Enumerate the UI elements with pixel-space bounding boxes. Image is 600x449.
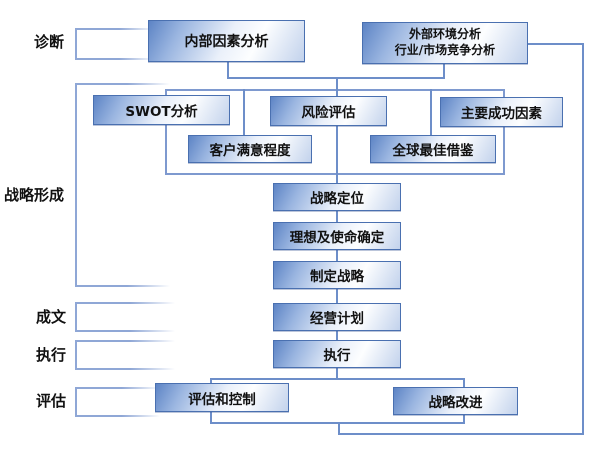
- connector-improve-down: [463, 414, 465, 423]
- node-swot-analysis: SWOT分析: [93, 95, 230, 125]
- node-strategic-positioning: 战略定位: [273, 183, 401, 211]
- connector-mission-formulate: [336, 249, 338, 262]
- node-formulate-strategy: 制定战略: [273, 261, 401, 289]
- node-internal-analysis: 内部因素分析: [148, 20, 305, 62]
- feedback-loop-top: [527, 43, 584, 45]
- connector-internal-down: [227, 62, 229, 78]
- feedback-loop-right: [582, 43, 584, 435]
- node-business-plan: 经营计划: [273, 303, 401, 331]
- node-external-analysis-line1: 外部环境分析: [408, 27, 481, 42]
- connector-eval-split: [210, 378, 465, 380]
- connector-group-to-positioning: [336, 125, 338, 183]
- node-global-best-practice: 全球最佳借鉴: [370, 135, 496, 163]
- connector-to-group: [336, 77, 338, 97]
- node-risk-assessment: 风险评估: [270, 96, 387, 126]
- connector-bottom-join: [210, 422, 465, 424]
- node-vision-mission: 理想及使命确定: [273, 222, 401, 250]
- node-execute: 执行: [273, 340, 401, 368]
- node-customer-satisfaction: 客户满意程度: [188, 135, 312, 163]
- feedback-loop-bottom: [338, 433, 584, 435]
- node-external-analysis: 外部环境分析 行业/市场竞争分析: [362, 22, 528, 64]
- connector-to-benchmark: [430, 89, 432, 137]
- analysis-group-outline: [165, 89, 505, 175]
- node-external-analysis-line2: 行业/市场竞争分析: [394, 43, 496, 57]
- phase-label-execution: 执行: [36, 346, 67, 364]
- phase-label-strategy-formation: 战略形成: [4, 186, 65, 204]
- connector-external-down: [443, 63, 445, 78]
- node-evaluation-control: 评估和控制: [155, 383, 289, 412]
- connector-to-customer: [243, 89, 245, 137]
- connector-formulate-plan: [336, 289, 338, 304]
- connector-plan-execute: [336, 330, 338, 341]
- connector-to-improve: [463, 378, 465, 388]
- connector-evalcontrol-down: [210, 411, 212, 423]
- connector-to-evalcontrol: [210, 378, 212, 385]
- connector-positioning-mission: [336, 210, 338, 223]
- node-key-success-factors: 主要成功因素: [440, 97, 563, 127]
- node-strategy-improvement: 战略改进: [393, 387, 518, 415]
- connector-loop-down: [338, 422, 340, 435]
- connector-execute-down: [336, 367, 338, 379]
- phase-label-evaluation: 评估: [36, 392, 67, 410]
- phase-label-documentation: 成文: [36, 308, 67, 326]
- phase-label-diagnosis: 诊断: [34, 33, 65, 51]
